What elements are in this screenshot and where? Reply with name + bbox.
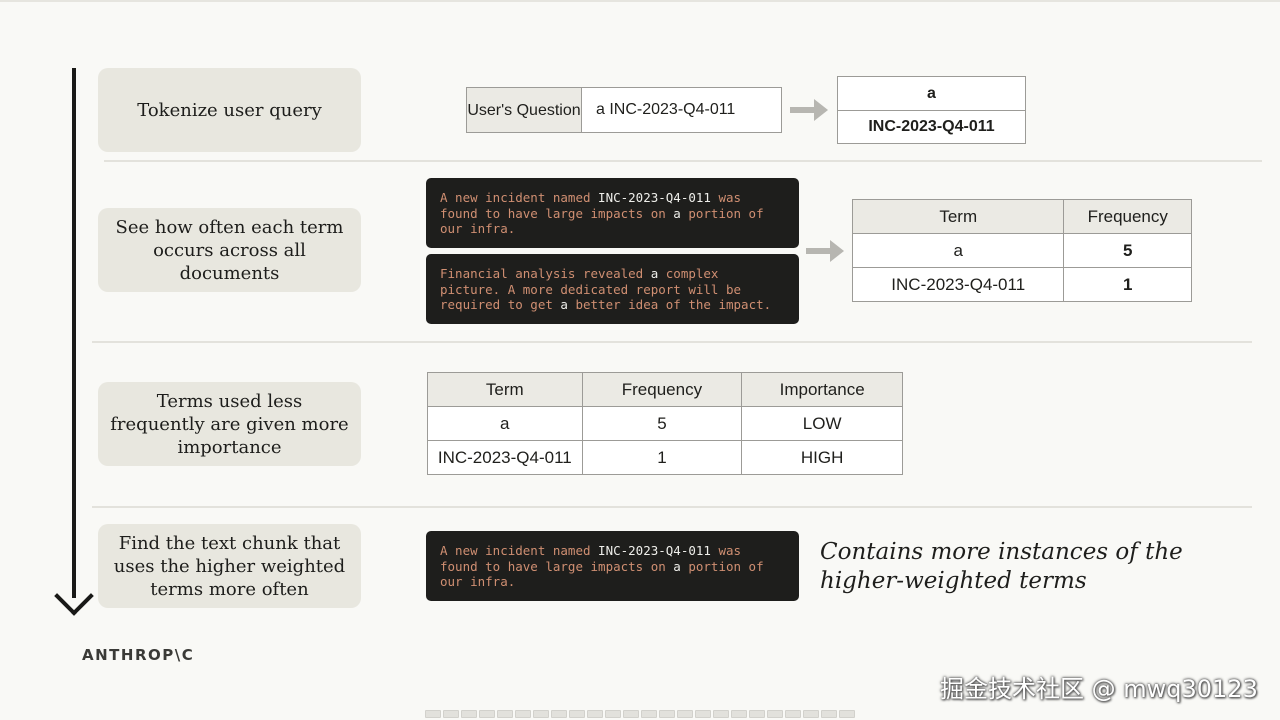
document-2: Financial analysis revealed a complex pi… — [426, 254, 799, 324]
table-header: Frequency — [581, 372, 743, 407]
watermark: 掘金技术社区 @ mwq30123 — [940, 675, 1258, 703]
user-question-value: a INC-2023-Q4-011 — [596, 101, 736, 118]
document-text: better idea of the impact. — [567, 297, 772, 312]
document-text: was found to have large impacts on — [440, 543, 742, 574]
step-importance: Terms used less frequently are given mor… — [98, 382, 361, 466]
player-thumbnail-strip[interactable] — [425, 710, 855, 718]
table-header: Term — [427, 372, 583, 407]
query-term-highlight: a — [673, 205, 681, 221]
table-cell: 1 — [581, 440, 743, 475]
table-header: Term — [851, 199, 1065, 234]
table-row: a 5 LOW — [427, 406, 903, 441]
user-question-label: User's Question — [467, 88, 582, 132]
table-row: INC-2023-Q4-011 1 — [851, 267, 1192, 302]
step-tokenize: Tokenize user query — [98, 68, 361, 152]
importance-table: Term Frequency Importance a 5 LOW INC-20… — [427, 372, 903, 475]
arrow-right-icon — [790, 99, 830, 121]
step-term-frequency: See how often each term occurs across al… — [98, 208, 361, 292]
step-find-chunk: Find the text chunk that uses the higher… — [98, 524, 361, 608]
table-cell: 5 — [1063, 233, 1192, 268]
query-term-highlight: a — [673, 558, 681, 574]
divider — [92, 341, 1252, 343]
document-1: A new incident named INC-2023-Q4-011 was… — [426, 178, 799, 248]
table-cell: LOW — [741, 406, 903, 441]
query-term-highlight: a — [560, 297, 568, 312]
document-text: Financial analysis revealed — [440, 266, 651, 281]
slide-edge — [0, 0, 1280, 2]
table-row: INC-2023-Q4-011 1 HIGH — [427, 440, 903, 475]
document-text: A new incident named — [440, 190, 599, 205]
table-header: Importance — [741, 372, 903, 407]
token-cell: a — [927, 84, 936, 102]
timeline-arrow-icon — [54, 576, 94, 616]
frequency-table: Term Frequency a 5 INC-2023-Q4-011 1 — [851, 199, 1192, 302]
table-cell: HIGH — [741, 440, 903, 475]
document-text: complex picture. A more dedicated report… — [440, 266, 742, 312]
token-cell: INC-2023-Q4-011 — [838, 110, 1025, 143]
matching-document: A new incident named INC-2023-Q4-011 was… — [426, 531, 799, 601]
table-cell: a — [427, 406, 583, 441]
result-note: Contains more instances of the higher-we… — [820, 539, 1183, 594]
anthropic-logo: ANTHROP\C — [82, 646, 195, 664]
table-cell: a — [851, 233, 1065, 268]
user-question-box: User's Question a INC-2023-Q4-011 — [466, 87, 782, 133]
divider — [92, 506, 1252, 508]
timeline-line — [72, 68, 76, 598]
query-term-highlight: a — [650, 266, 659, 281]
tokens-box: a INC-2023-Q4-011 — [837, 76, 1026, 144]
document-text: portion of our infra. — [440, 205, 764, 237]
table-row: a 5 — [851, 233, 1192, 268]
query-term-highlight: INC-2023-Q4-011 — [598, 543, 711, 558]
arrow-right-icon — [806, 240, 846, 262]
query-term-highlight: INC-2023-Q4-011 — [598, 190, 711, 205]
table-cell: INC-2023-Q4-011 — [851, 267, 1065, 302]
table-cell: INC-2023-Q4-011 — [427, 440, 583, 475]
divider — [104, 160, 1262, 162]
document-text: A new incident named — [440, 543, 599, 558]
document-text: portion of our infra. — [440, 558, 764, 590]
document-text: was found to have large impacts on — [440, 190, 742, 221]
table-cell: 1 — [1063, 267, 1192, 302]
table-header: Frequency — [1063, 199, 1192, 234]
table-cell: 5 — [581, 406, 743, 441]
